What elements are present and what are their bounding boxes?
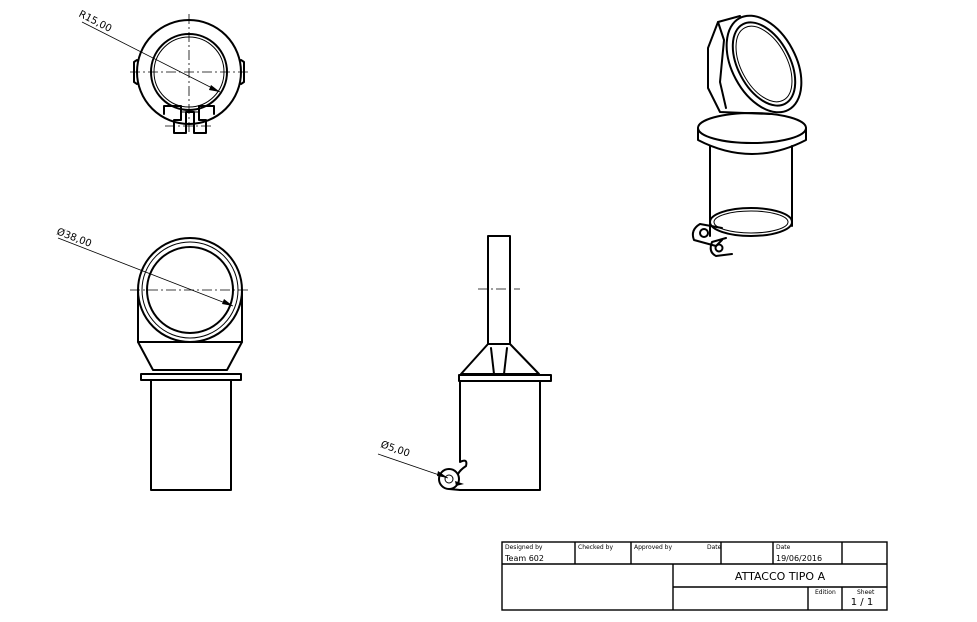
iso-head-edge bbox=[717, 21, 727, 109]
iso-flange-side bbox=[697, 127, 807, 155]
date-label-2: Date bbox=[776, 544, 791, 551]
top-view-radius-leader bbox=[81, 21, 221, 93]
drawing-title: ATTACCO TIPO A bbox=[735, 570, 826, 583]
iso-lug-hole-1 bbox=[699, 228, 709, 238]
checked-by-label: Checked by bbox=[578, 544, 613, 551]
top-view-radius-arrow bbox=[209, 85, 220, 92]
isometric-view bbox=[691, 14, 807, 257]
edition-label: Edition bbox=[815, 589, 836, 596]
front-view-neck bbox=[137, 341, 243, 371]
front-view: Ø38,00 bbox=[55, 226, 250, 491]
iso-bore bbox=[735, 25, 793, 103]
sheet-label: Sheet bbox=[857, 589, 875, 596]
side-view-upper-stem bbox=[487, 235, 511, 345]
side-view-pipe bbox=[457, 380, 541, 491]
iso-pipe-end bbox=[709, 207, 793, 237]
side-view-hole-arrow bbox=[437, 471, 448, 478]
iso-head-side bbox=[707, 15, 771, 115]
iso-pipe-end-inner bbox=[713, 210, 789, 234]
iso-clamp-lug-2 bbox=[709, 237, 733, 257]
side-view-neck-edge-right bbox=[503, 347, 508, 375]
designed-by-value: Team 602 bbox=[504, 554, 544, 563]
title-block-frame bbox=[501, 541, 888, 611]
side-view-neck-edge-left bbox=[490, 347, 495, 375]
side-view-hole bbox=[444, 474, 454, 484]
front-view-body bbox=[137, 289, 243, 343]
front-view-diameter-leader bbox=[57, 237, 234, 307]
side-view-hole-label: Ø5,00 bbox=[379, 438, 411, 459]
sheet-value: 1 / 1 bbox=[851, 597, 873, 608]
iso-lug-hole-2 bbox=[714, 243, 724, 253]
side-view-hole-arrow-2 bbox=[455, 481, 464, 486]
iso-outer-rim bbox=[725, 14, 803, 114]
side-view-flange bbox=[458, 374, 552, 382]
side-view-lug-join bbox=[448, 488, 461, 491]
front-view-diameter-label: Ø38,00 bbox=[55, 226, 93, 250]
side-view-neck bbox=[460, 343, 540, 375]
approved-by-label: Approved by bbox=[634, 544, 672, 551]
front-view-pipe bbox=[150, 379, 232, 491]
iso-pipe-sides bbox=[709, 145, 793, 237]
title-block: Designed by Team 602 Checked by Approved… bbox=[501, 541, 888, 611]
side-view-hole-leader bbox=[377, 453, 449, 479]
iso-clamp-lug-1 bbox=[691, 223, 723, 247]
side-view: Ø5,00 bbox=[377, 235, 552, 491]
top-view: R15,00 bbox=[77, 9, 250, 134]
date-label-1: Date bbox=[707, 544, 722, 551]
iso-inner-rim bbox=[731, 21, 797, 107]
date-value: 19/06/2016 bbox=[776, 554, 822, 563]
front-view-diameter-arrow bbox=[222, 299, 233, 306]
iso-flange-top bbox=[697, 112, 807, 144]
designed-by-label: Designed by bbox=[505, 544, 543, 551]
